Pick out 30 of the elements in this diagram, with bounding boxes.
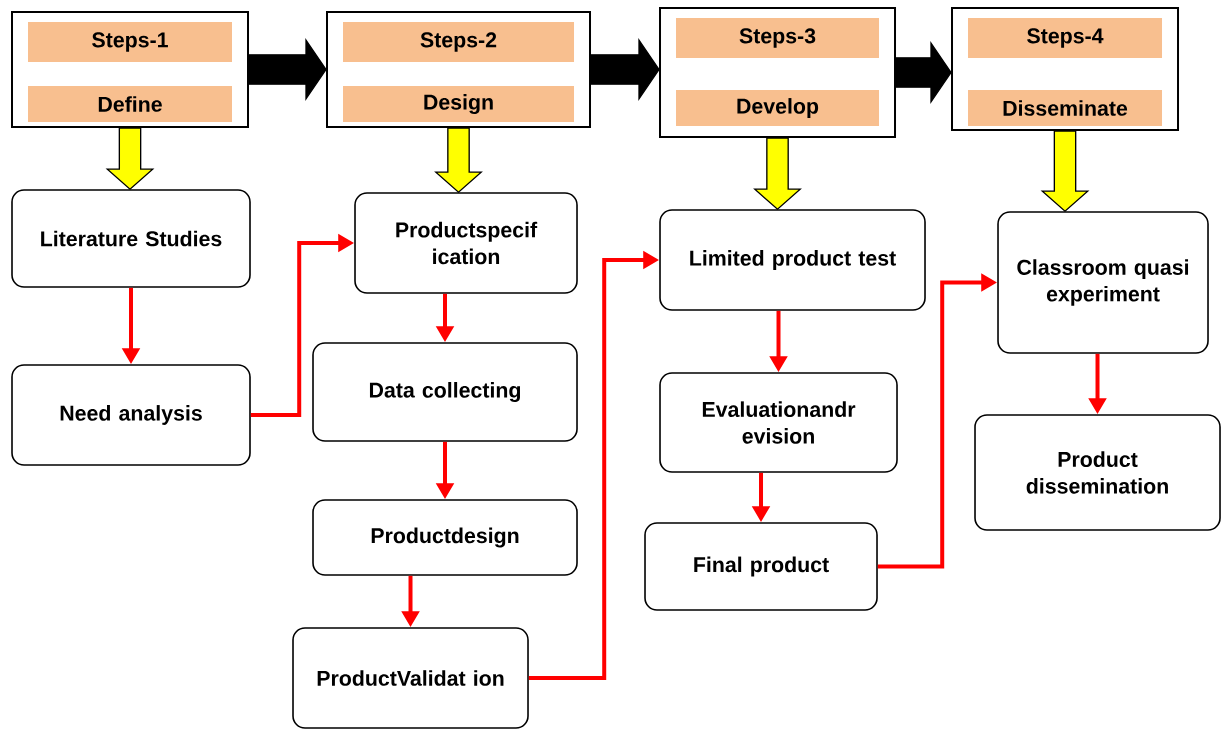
- step-box: [326, 11, 591, 128]
- process-box: Need analysis: [11, 364, 251, 466]
- block-arrow: [753, 137, 802, 211]
- process-box: Product dissemination: [974, 414, 1221, 531]
- process-box: Classroom quasi experiment: [997, 211, 1209, 354]
- process-box: Productdesign: [312, 499, 578, 576]
- step-label-band: Disseminate: [968, 90, 1162, 126]
- process-box: Limited product test: [659, 209, 926, 311]
- step-box: [659, 7, 896, 138]
- process-box: Data collecting: [312, 342, 578, 442]
- step-label-band: Define: [28, 86, 232, 122]
- process-box: ProductValidat ion: [292, 627, 529, 729]
- block-arrow: [895, 41, 952, 104]
- block-arrow: [434, 127, 483, 194]
- step-label-band: Steps-4: [968, 18, 1162, 58]
- process-box: Literature Studies: [11, 189, 251, 288]
- block-arrow: [105, 127, 155, 191]
- block-arrow: [248, 38, 327, 101]
- step-box: [951, 7, 1179, 131]
- step-label-band: Develop: [676, 90, 879, 126]
- block-arrow: [590, 38, 660, 101]
- step-label-band: Steps-1: [28, 22, 232, 62]
- step-box: [11, 11, 249, 128]
- process-box: Evaluationandr evision: [659, 372, 898, 473]
- step-label-band: Steps-3: [676, 18, 879, 58]
- step-label-band: Steps-2: [343, 22, 574, 62]
- process-box: Final product: [644, 522, 878, 611]
- block-arrow: [1040, 130, 1090, 213]
- step-label-band: Design: [343, 86, 574, 122]
- process-box: Productspecif ication: [354, 192, 578, 294]
